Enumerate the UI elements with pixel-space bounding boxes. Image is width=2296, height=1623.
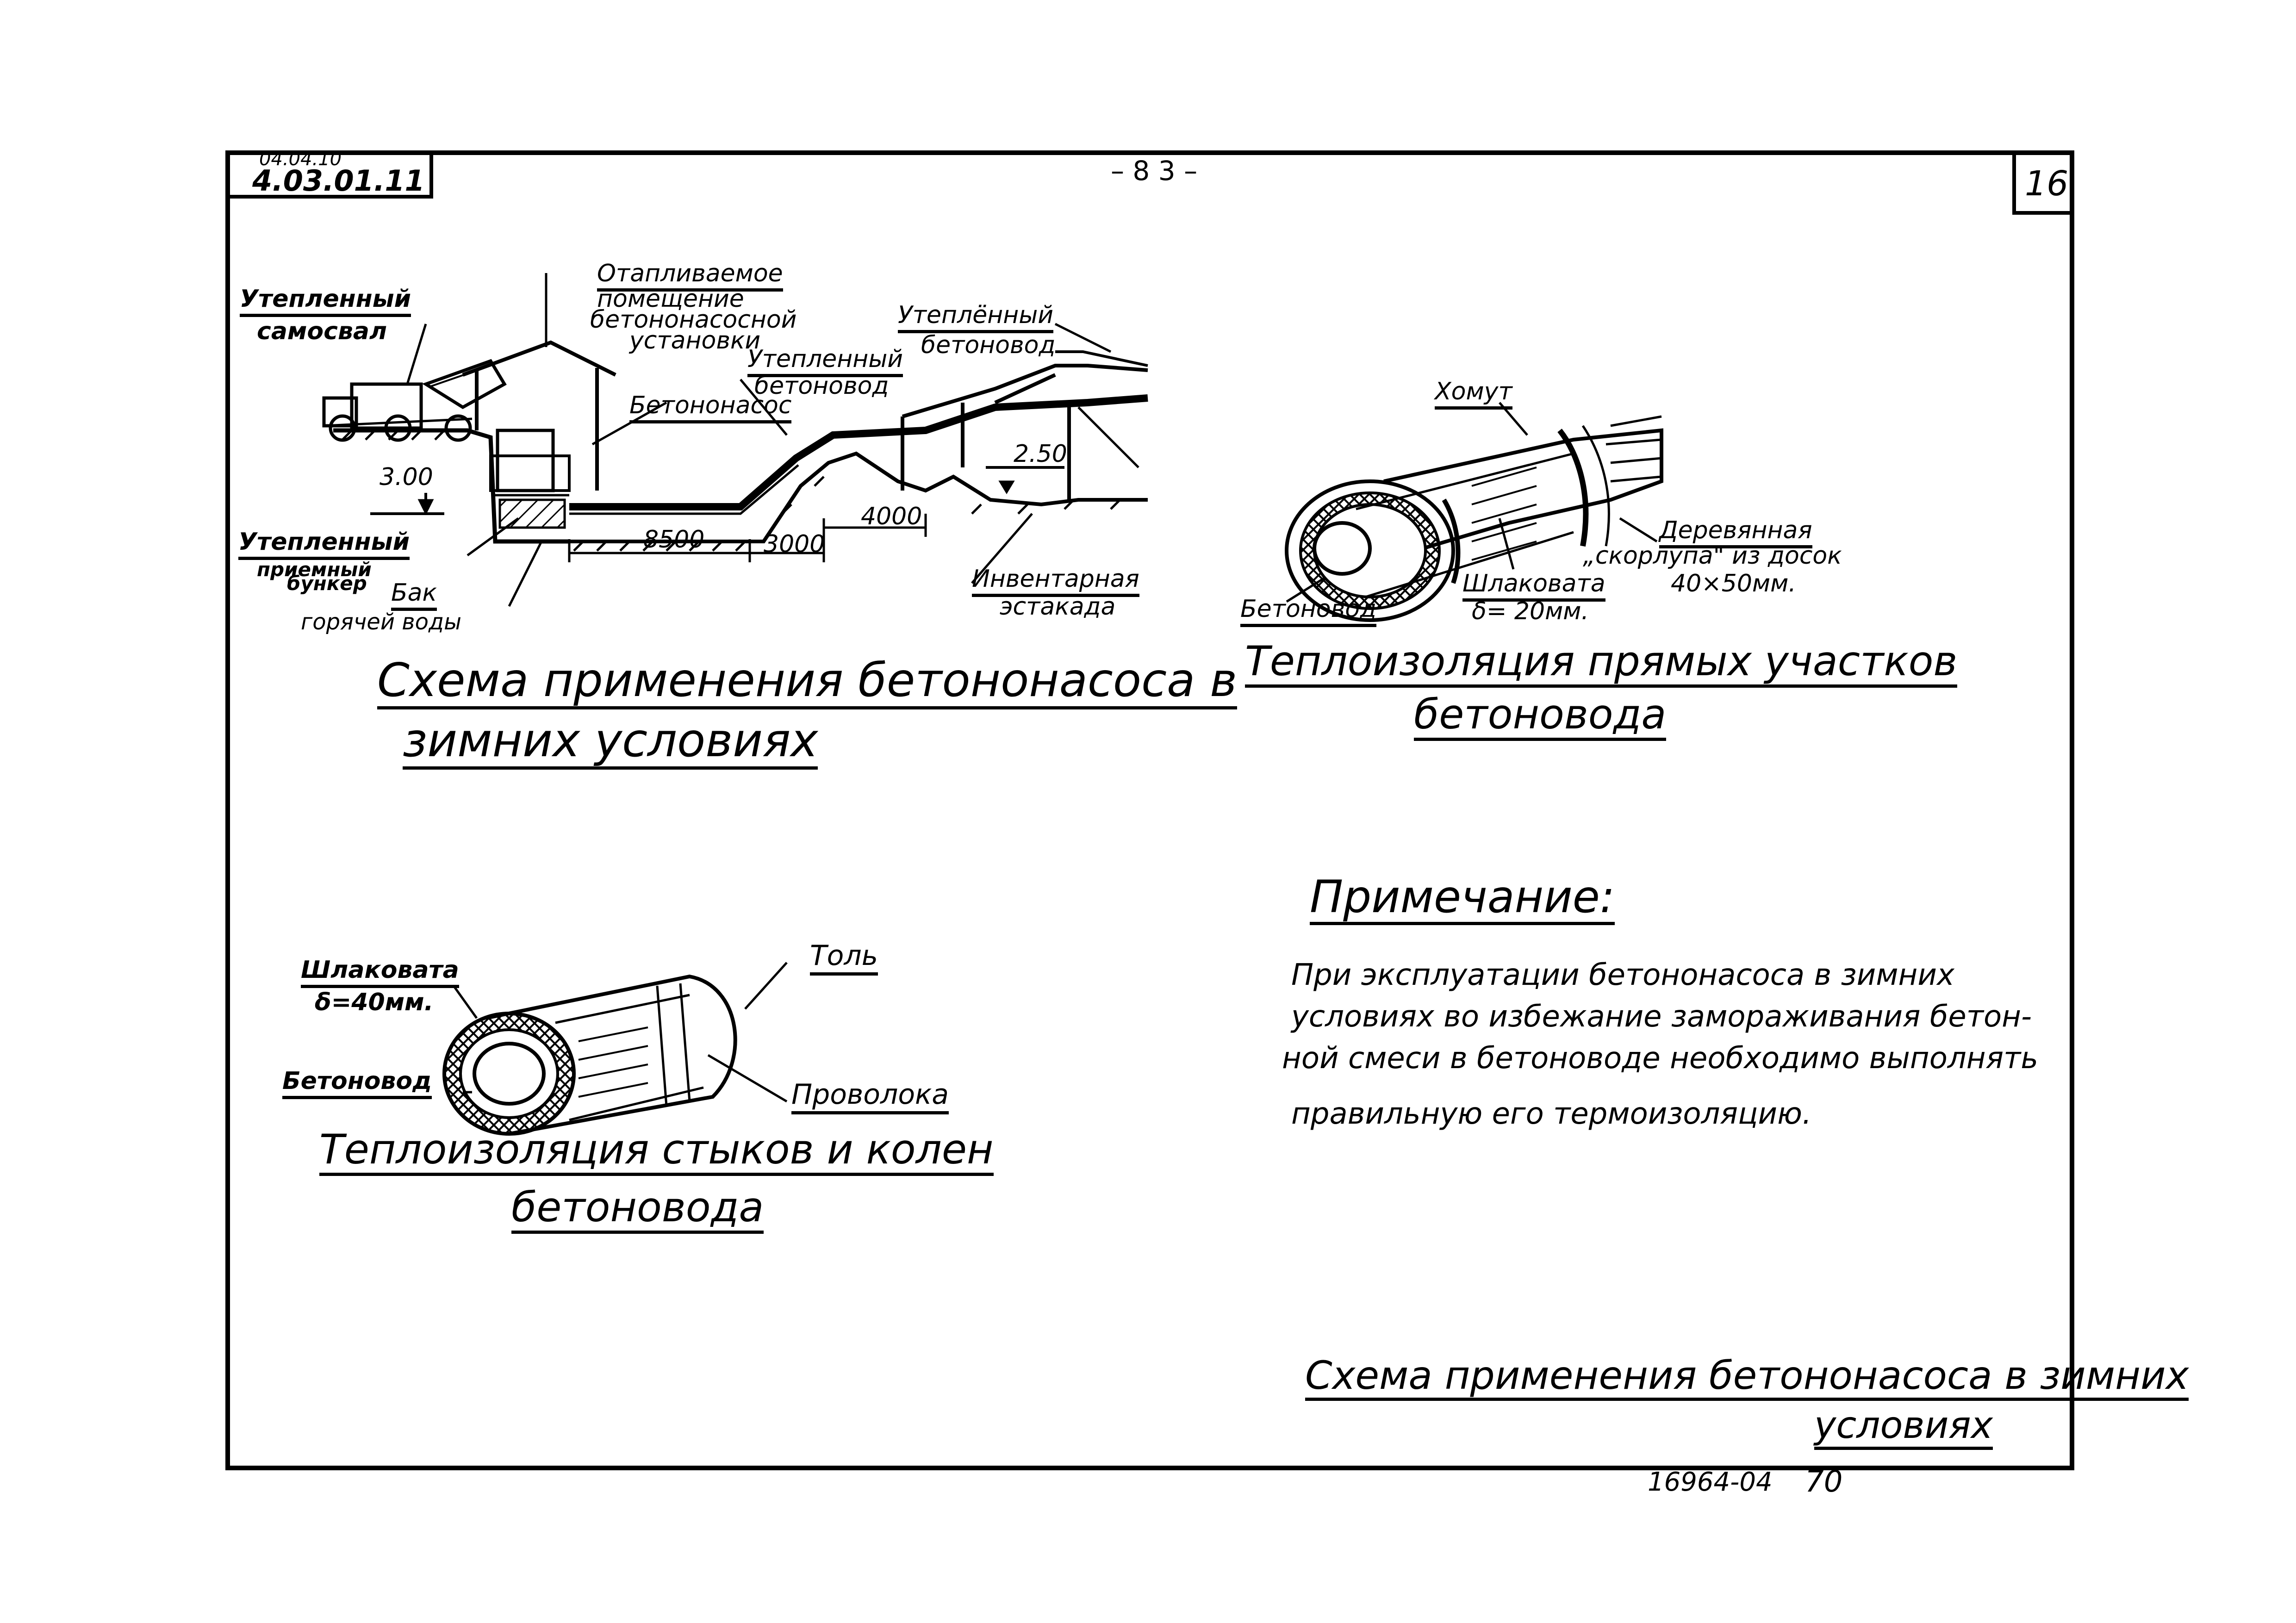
note-line-2: условиях во избежание замораживания бето… [1291, 1000, 2032, 1034]
dimension-3000: 3000 [764, 530, 825, 558]
sheet-number: 16 [2025, 164, 2069, 204]
label-tol: Толь [810, 942, 878, 976]
label-clamp: Хомут [1435, 379, 1512, 410]
joints-title-2: бетоновода [511, 1187, 764, 1234]
label-tank: Бак [391, 581, 437, 611]
joints-drawing [442, 962, 788, 1136]
label-insulated-pipe-b-2: бетоновод [754, 372, 889, 400]
label-wood-shell-3: 40×50мм. [1671, 570, 1796, 597]
label-wood-shell: Деревянная [1659, 518, 1812, 548]
stamp-title-2: условиях [1814, 1407, 1993, 1450]
label-wood-shell-2: „скорлупа" из досок [1583, 542, 1842, 570]
label-heated-room-3: бетононасосной [590, 306, 797, 334]
straight-section-title-2: бетоновода [1414, 694, 1667, 741]
label-trestle-2: эстакада [1000, 593, 1116, 621]
label-pump: Бетононасос [629, 393, 792, 423]
doc-code: 4.03.01.11 [252, 164, 425, 198]
straight-section-drawing [1285, 402, 1663, 622]
stamp-title: Схема применения бетононасоса в зимних [1305, 1356, 2189, 1401]
dimension-4000: 4000 [861, 503, 922, 530]
label-trestle: Инвентарная [972, 567, 1139, 597]
label-insulated-truck-2: самосвал [257, 317, 387, 345]
label-slag-40: Шлаковата [301, 958, 459, 988]
label-wire: Проволока [791, 1081, 949, 1114]
joints-title: Теплоизоляция стыков и колен [319, 1129, 994, 1176]
label-heated-room: Отапливаемое [597, 261, 783, 292]
footer-page: 70 [1805, 1465, 1843, 1499]
label-insulated-pipe-a-2: бетоновод [921, 331, 1056, 359]
label-pipe-straight: Бетоновод [1240, 597, 1376, 627]
note-line-4: правильную его термоизоляцию. [1291, 1097, 1812, 1131]
label-insulated-pipe-a: Утеплённый [898, 303, 1054, 333]
label-hopper-2: приемный [257, 558, 372, 581]
pump-icon [489, 429, 571, 529]
scheme-title-2: зимних условиях [403, 717, 818, 770]
doc-code-old: 04.04.10 [259, 149, 342, 170]
heated-building [462, 340, 616, 491]
inventory-number: 16964-04 [1648, 1467, 1773, 1497]
label-hopper-3: бункер [287, 572, 367, 595]
note-line-1: При эксплуатации бетононасоса в зимних [1291, 958, 1954, 992]
label-heated-room-4: установки [629, 327, 761, 354]
winter-scheme-drawing [322, 273, 1148, 607]
level-left: 3.00 [380, 463, 433, 491]
dimension-8500: 8500 [643, 526, 705, 553]
label-insulated-pipe-b: Утепленный [747, 347, 903, 377]
label-pipe-joint: Бетоновод [282, 1069, 432, 1099]
scheme-title: Схема применения бетононасоса в [377, 657, 1238, 709]
label-slag-20: Шлаковата [1462, 572, 1605, 602]
label-insulated-truck: Утепленный [240, 287, 411, 317]
label-tank-2: горячей воды [301, 609, 462, 635]
label-slag-40-2: δ=40мм. [315, 989, 434, 1016]
label-hopper: Утепленный [238, 530, 410, 560]
level-right: 2.50 [1014, 440, 1067, 468]
label-heated-room-2: помещение [597, 285, 744, 313]
page-number: – 8 3 – [1111, 155, 1198, 187]
straight-section-title: Теплоизоляция прямых участков [1245, 641, 1958, 688]
sheet-frame [225, 150, 2074, 1470]
note-heading: Примечание: [1310, 875, 1615, 925]
label-slag-20-2: δ= 20мм. [1472, 597, 1589, 625]
note-line-3: ной смеси в бетоноводе необходимо выполн… [1282, 1041, 2039, 1076]
